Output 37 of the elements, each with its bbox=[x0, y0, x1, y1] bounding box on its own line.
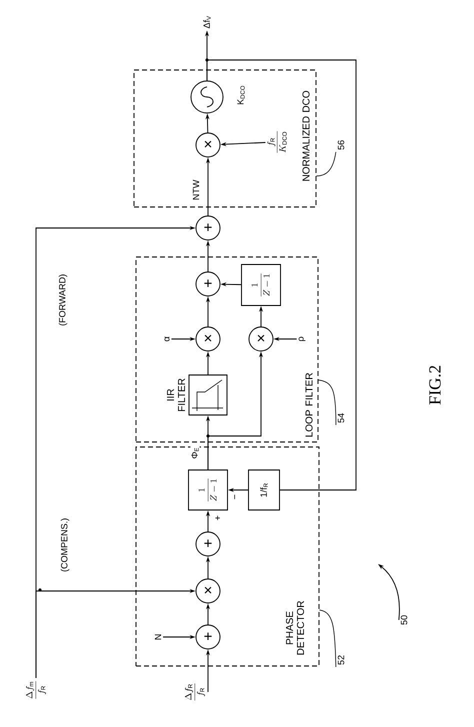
filter-block: IIR FILTER bbox=[167, 374, 228, 416]
leader-line bbox=[319, 610, 336, 668]
signal-label: 54 bbox=[338, 413, 344, 423]
signal-label: $\frac{\Delta f_{\mathrm{R}}}{f_{\mathrm{R}}}$ bbox=[184, 683, 206, 701]
signal-label: 56 bbox=[338, 140, 344, 150]
leader-line bbox=[318, 380, 336, 426]
summing-junction: × bbox=[196, 578, 220, 604]
summing-junction: × bbox=[196, 326, 220, 352]
sign-label: − bbox=[234, 494, 235, 500]
summing-junction: + bbox=[196, 532, 220, 556]
oscillator-symbol bbox=[190, 80, 224, 114]
signal-label: 50 bbox=[400, 615, 408, 625]
block: 1/f$_{R}$ bbox=[248, 470, 280, 510]
arrow bbox=[205, 58, 356, 490]
summing-junction: × bbox=[196, 132, 220, 158]
summing-junction: + bbox=[196, 272, 220, 296]
signal-label: $\frac{\Delta f_{\mathrm{m}}}{f_{\mathrm{R}}}$ bbox=[26, 681, 46, 699]
block: $\frac{1}{Z-1}$ bbox=[188, 470, 228, 510]
edge-label: (FORWARD) bbox=[58, 273, 68, 327]
node-label: IIR FILTER bbox=[167, 378, 185, 412]
beside-label: K$_{DCO}$ bbox=[237, 86, 245, 104]
signal-label: Δf$_{V}$ bbox=[203, 16, 211, 28]
summing-junction: + bbox=[196, 216, 220, 240]
signal-label: α bbox=[164, 336, 170, 342]
summing-junction: × bbox=[248, 326, 274, 352]
signal-label: ρ bbox=[298, 336, 306, 341]
figure-caption: FIG.2 bbox=[429, 366, 441, 405]
leader-line bbox=[316, 152, 336, 176]
edge-label: Φ$_{E}$ bbox=[190, 446, 200, 460]
signal-label: $\frac{f_{\mathrm{R}}}{K_{\mathrm{DCO}}}$ bbox=[267, 131, 287, 153]
signal-label: N bbox=[154, 634, 162, 640]
edge-label: NTW bbox=[192, 178, 200, 202]
sign-label: + bbox=[215, 516, 220, 520]
block: $\frac{1}{Z-1}$ bbox=[241, 264, 281, 306]
summing-junction: + bbox=[196, 624, 220, 650]
signal-label: 52 bbox=[338, 655, 344, 665]
edge-label: (COMPENS.) bbox=[60, 517, 70, 573]
